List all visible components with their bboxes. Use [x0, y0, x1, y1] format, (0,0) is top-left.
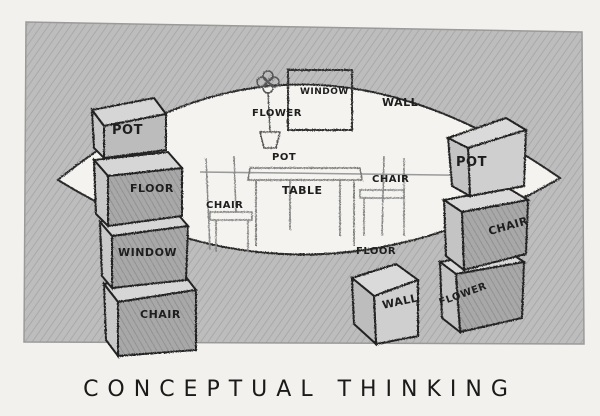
eye-label-window: WINDOW [300, 87, 349, 97]
window-sketch [287, 69, 353, 131]
page-title: CONCEPTUAL THINKING [83, 377, 517, 402]
middle-block [349, 262, 421, 347]
eye-label-pot: POT [272, 152, 296, 163]
right-block-stack [437, 116, 531, 335]
flower-sketch [256, 70, 281, 149]
eye-shape [56, 83, 562, 256]
left-block-3-label: WINDOW [118, 246, 177, 259]
left-chair-sketch [205, 155, 253, 252]
eye-label-flower: FLOWER [252, 108, 302, 119]
eye-label-chair-right: CHAIR [372, 174, 409, 185]
left-block-4-label: CHAIR [140, 308, 181, 321]
table-sketch [247, 167, 363, 246]
eye-label-floor: FLOOR [356, 246, 396, 257]
eye-label-chair-left: CHAIR [206, 200, 243, 211]
left-block-stack [90, 96, 198, 359]
left-block-2-label: FLOOR [130, 182, 174, 195]
right-block-1-label: POT [456, 155, 487, 170]
eye-label-wall: WALL [382, 96, 418, 109]
eye-label-table: TABLE [282, 184, 323, 197]
left-block-1-label: POT [112, 123, 143, 138]
right-chair-sketch [359, 155, 405, 237]
